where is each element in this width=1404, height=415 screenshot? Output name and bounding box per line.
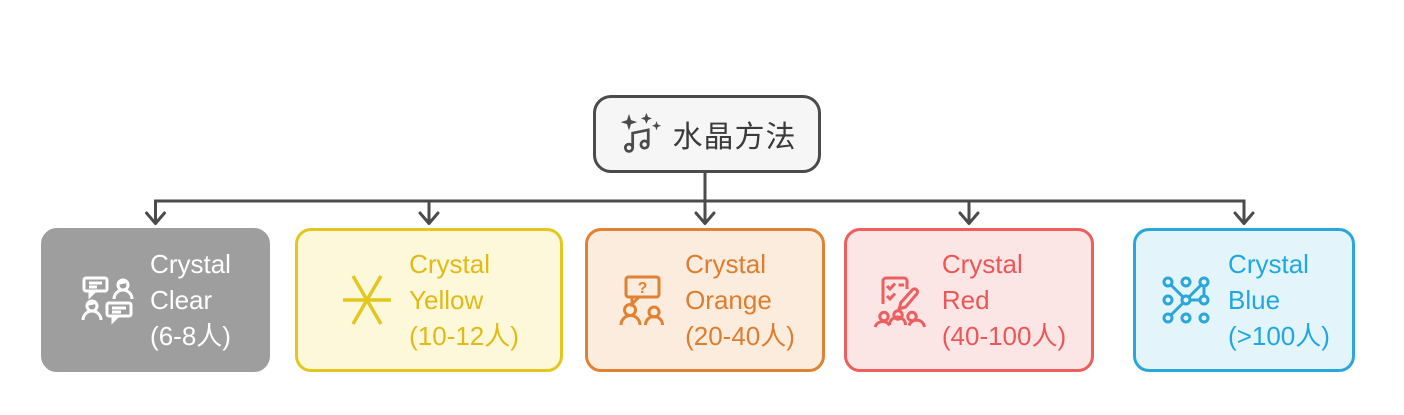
sparkle-music-icon — [618, 112, 662, 156]
card-label-line: Crystal — [1228, 249, 1309, 279]
card-label-line: Clear — [150, 285, 213, 315]
node-crystal-orange: ? Crystal Orange (20-40人) — [585, 228, 825, 372]
arrowhead-orange — [694, 211, 716, 225]
people-question-icon: ? — [615, 272, 671, 328]
network-icon — [1158, 272, 1214, 328]
branch-spine-line — [154, 199, 1246, 221]
node-crystal-clear: Crystal Clear (6-8人) — [41, 228, 270, 372]
node-crystal-blue: Crystal Blue (>100人) — [1133, 228, 1355, 372]
card-label-line: Blue — [1228, 285, 1281, 315]
node-crystal-red: Crystal Red (40-100人) — [844, 228, 1094, 372]
card-label-line: Crystal — [409, 249, 490, 279]
arrowhead-blue — [1233, 211, 1255, 225]
root-label: 水晶方法 — [672, 121, 797, 154]
arrowhead-red — [958, 211, 980, 225]
card-label-line: Red — [941, 285, 990, 315]
card-label-line: Crystal — [150, 249, 231, 279]
checklist-crowd-icon — [872, 272, 928, 328]
chat-people-icon — [80, 272, 136, 328]
card-label-line: (6-8人) — [150, 321, 231, 351]
card-label-line: (10-12人) — [409, 321, 519, 351]
card-label-line: Crystal — [941, 249, 1023, 279]
arrowhead-clear — [145, 211, 166, 225]
card-label-line: Orange — [685, 285, 772, 315]
card-label-line: (40-100人) — [941, 321, 1067, 351]
card-label-line: (20-40人) — [685, 321, 795, 351]
asterisk-icon — [339, 272, 395, 328]
card-label-line: Yellow — [409, 285, 484, 315]
svg-text:?: ? — [638, 280, 648, 297]
node-crystal-yellow: Crystal Yellow (10-12人) — [295, 228, 563, 372]
root-node: 水晶方法 — [593, 95, 821, 173]
card-label-line: Crystal — [685, 249, 766, 279]
card-label-line: (>100人) — [1228, 321, 1330, 351]
arrowhead-yellow — [418, 211, 440, 225]
